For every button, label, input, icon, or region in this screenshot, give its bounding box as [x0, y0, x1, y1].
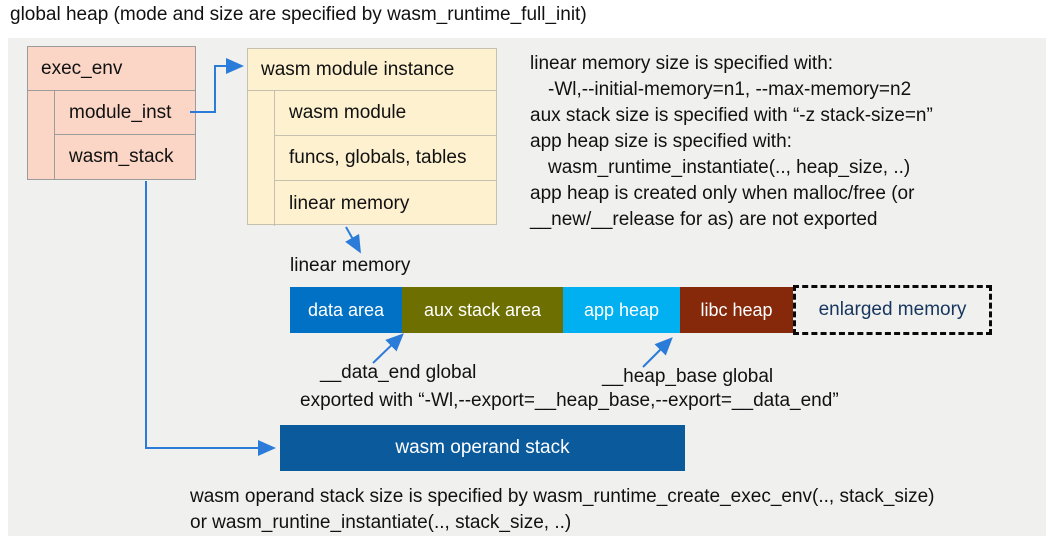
module-instance-box: wasm module instance wasm module funcs, …	[247, 48, 497, 226]
module-instance-header: wasm module instance	[248, 49, 496, 91]
memory-size-notes: linear memory size is specified with: -W…	[530, 51, 933, 233]
exec-env-row-wasm-stack: wasm_stack	[54, 135, 195, 179]
note-line: wasm_runtime_instantiate(.., heap_size, …	[548, 157, 911, 178]
note-line: __new/__release for as) are not exported	[530, 209, 878, 230]
segment-libc-heap: libc heap	[680, 287, 793, 333]
note-line: app heap is created only when malloc/fre…	[530, 183, 915, 204]
linear-memory-label: linear memory	[290, 255, 411, 276]
segment-enlarged-memory: enlarged memory	[793, 285, 992, 335]
note-line: aux stack size is specified with “-z sta…	[530, 105, 933, 126]
note-line: app heap size is specified with:	[530, 131, 792, 152]
segment-aux-stack-area: aux stack area	[402, 287, 563, 333]
linear-memory-bar: data area aux stack area app heap libc h…	[290, 287, 793, 333]
note-line: -Wl,--initial-memory=n1, --max-memory=n2	[548, 79, 912, 100]
operand-stack-notes: wasm operand stack size is specified by …	[190, 484, 935, 536]
segment-data-area: data area	[290, 287, 402, 333]
exec-env-header: exec_env	[28, 47, 195, 91]
note-line: or wasm_runtine_instantiate(.., stack_si…	[190, 512, 572, 533]
module-instance-row-funcs-globals-tables: funcs, globals, tables	[274, 136, 496, 181]
data-end-annotation: __data_end global	[320, 362, 477, 383]
module-instance-row-wasm-module: wasm module	[274, 91, 496, 136]
note-line: linear memory size is specified with:	[530, 53, 834, 74]
heap-base-annotation: __heap_base global	[602, 366, 774, 387]
exec-env-row-module-inst: module_inst	[54, 91, 195, 135]
exec-env-box: exec_env module_inst wasm_stack	[27, 46, 196, 180]
segment-app-heap: app heap	[563, 287, 680, 333]
module-instance-row-linear-memory: linear memory	[274, 181, 496, 226]
exported-annotation: exported with “-Wl,--export=__heap_base,…	[300, 390, 839, 411]
diagram-title: global heap (mode and size are specified…	[10, 4, 587, 25]
wasm-operand-stack-bar: wasm operand stack	[280, 425, 685, 471]
note-line: wasm operand stack size is specified by …	[190, 486, 935, 507]
